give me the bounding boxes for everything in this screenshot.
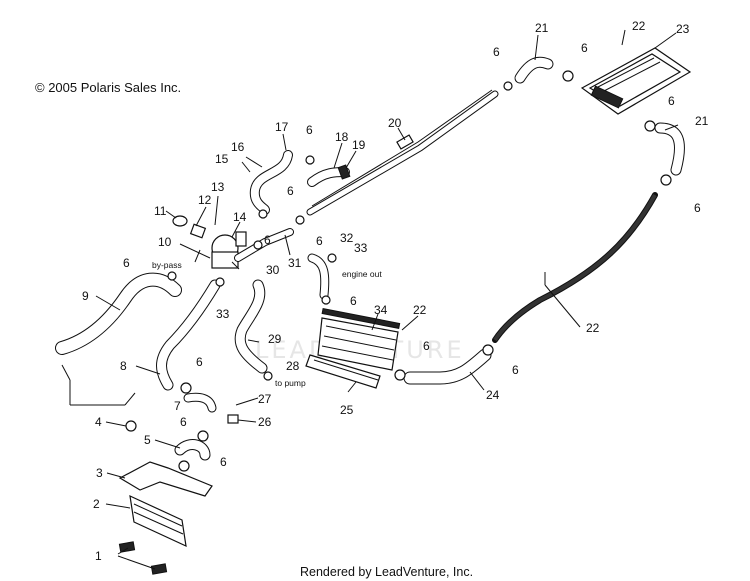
- callout-23[interactable]: 23: [676, 22, 690, 36]
- part-3-bracket[interactable]: [118, 461, 213, 497]
- annotation-by-pass: by-pass: [152, 260, 182, 270]
- part-34-heat-exchanger[interactable]: [317, 308, 401, 371]
- rendered-by-footer: Rendered by LeadVenture, Inc.: [300, 565, 474, 579]
- part-22-long-hose[interactable]: [492, 192, 658, 343]
- callout-25[interactable]: 25: [340, 403, 354, 417]
- leader-lines: [61, 29, 679, 570]
- callout-6-upper-b[interactable]: 6: [306, 123, 313, 137]
- callout-27[interactable]: 27: [258, 392, 272, 406]
- part-21-hose-upper[interactable]: [514, 56, 554, 84]
- callout-6-right-b[interactable]: 6: [694, 201, 701, 215]
- callouts: 1 2 3 4 5 6 6 6 6 6 6 6 6 6 6 6 6 6 6 6 …: [82, 19, 709, 563]
- part-19-hose-end[interactable]: [337, 164, 351, 180]
- callout-29[interactable]: 29: [268, 332, 282, 346]
- callout-3[interactable]: 3: [96, 466, 103, 480]
- callout-9[interactable]: 9: [82, 289, 89, 303]
- callout-6-top-a[interactable]: 6: [493, 45, 500, 59]
- part-12-cap[interactable]: [189, 223, 207, 239]
- part-7-hose[interactable]: [183, 392, 217, 413]
- annotation-engine-out: engine out: [342, 269, 382, 279]
- part-17-hose[interactable]: [249, 150, 293, 215]
- callout-7[interactable]: 7: [174, 399, 181, 413]
- callout-21-top[interactable]: 21: [535, 21, 549, 35]
- engine-out-hose[interactable]: [307, 253, 330, 300]
- callout-6-hose5[interactable]: 6: [180, 415, 187, 429]
- part-1-mount-feet[interactable]: [118, 541, 168, 575]
- callout-11[interactable]: 11: [154, 204, 167, 218]
- annotation-to-pump: to pump: [275, 378, 306, 388]
- clamp-rings: [125, 70, 672, 472]
- callout-2[interactable]: 2: [93, 497, 100, 511]
- callout-10[interactable]: 10: [158, 235, 172, 249]
- part-11-o-ring[interactable]: [172, 215, 188, 227]
- callout-18[interactable]: 18: [335, 130, 349, 144]
- callout-20[interactable]: 20: [388, 116, 402, 130]
- callout-21-right[interactable]: 21: [695, 114, 709, 128]
- part-14-thermostat-housing[interactable]: [211, 228, 294, 269]
- callout-14[interactable]: 14: [233, 210, 247, 224]
- callout-31[interactable]: 31: [288, 256, 302, 270]
- callout-26[interactable]: 26: [258, 415, 272, 429]
- callout-24[interactable]: 24: [486, 388, 500, 402]
- callout-6-lower[interactable]: 6: [220, 455, 227, 469]
- callout-6-upper-a[interactable]: 6: [287, 184, 294, 198]
- part-20-coolant-rail[interactable]: [306, 89, 499, 216]
- callout-4[interactable]: 4: [95, 415, 102, 429]
- copyright-notice: © 2005 Polaris Sales Inc.: [35, 80, 182, 95]
- callout-16[interactable]: 16: [231, 140, 245, 154]
- callout-28[interactable]: 28: [286, 359, 300, 373]
- part-29-hose[interactable]: [234, 279, 268, 374]
- callout-17[interactable]: 17: [275, 120, 289, 134]
- callout-13[interactable]: 13: [211, 180, 225, 194]
- part-9-hose[interactable]: [55, 272, 182, 355]
- callout-6-housing[interactable]: 6: [264, 233, 271, 247]
- part-25-bracket[interactable]: [305, 354, 381, 389]
- callout-19[interactable]: 19: [352, 138, 366, 152]
- callout-6-exchanger[interactable]: 6: [350, 294, 357, 308]
- part-5-hose[interactable]: [174, 439, 211, 461]
- callout-1[interactable]: 1: [95, 549, 102, 563]
- part-26-fitting[interactable]: [227, 414, 239, 424]
- callout-8[interactable]: 8: [120, 359, 127, 373]
- callout-22-mid[interactable]: 22: [413, 303, 427, 317]
- callout-6-right-a[interactable]: 6: [668, 94, 675, 108]
- part-21-hose-right[interactable]: [654, 122, 685, 176]
- callout-33-right[interactable]: 33: [354, 241, 368, 255]
- callout-6-hose24[interactable]: 6: [423, 339, 430, 353]
- callout-33-left[interactable]: 33: [216, 307, 230, 321]
- part-2-oil-cooler[interactable]: [129, 494, 187, 548]
- callout-15[interactable]: 15: [215, 152, 229, 166]
- callout-6-bypass[interactable]: 6: [123, 256, 130, 270]
- part-24-hose[interactable]: [403, 348, 492, 385]
- callout-6-mid[interactable]: 6: [316, 234, 323, 248]
- part-23-heat-exchanger[interactable]: [580, 47, 692, 115]
- callout-5[interactable]: 5: [144, 433, 151, 447]
- callout-6-hose8[interactable]: 6: [196, 355, 203, 369]
- part-8-hose[interactable]: [156, 279, 221, 391]
- callout-30[interactable]: 30: [266, 263, 280, 277]
- callout-22-hose[interactable]: 22: [586, 321, 600, 335]
- callout-6-top-b[interactable]: 6: [581, 41, 588, 55]
- callout-22-top[interactable]: 22: [632, 19, 646, 33]
- callout-32[interactable]: 32: [340, 231, 354, 245]
- callout-34[interactable]: 34: [374, 303, 388, 317]
- callout-6-hose22[interactable]: 6: [512, 363, 519, 377]
- callout-12[interactable]: 12: [198, 193, 212, 207]
